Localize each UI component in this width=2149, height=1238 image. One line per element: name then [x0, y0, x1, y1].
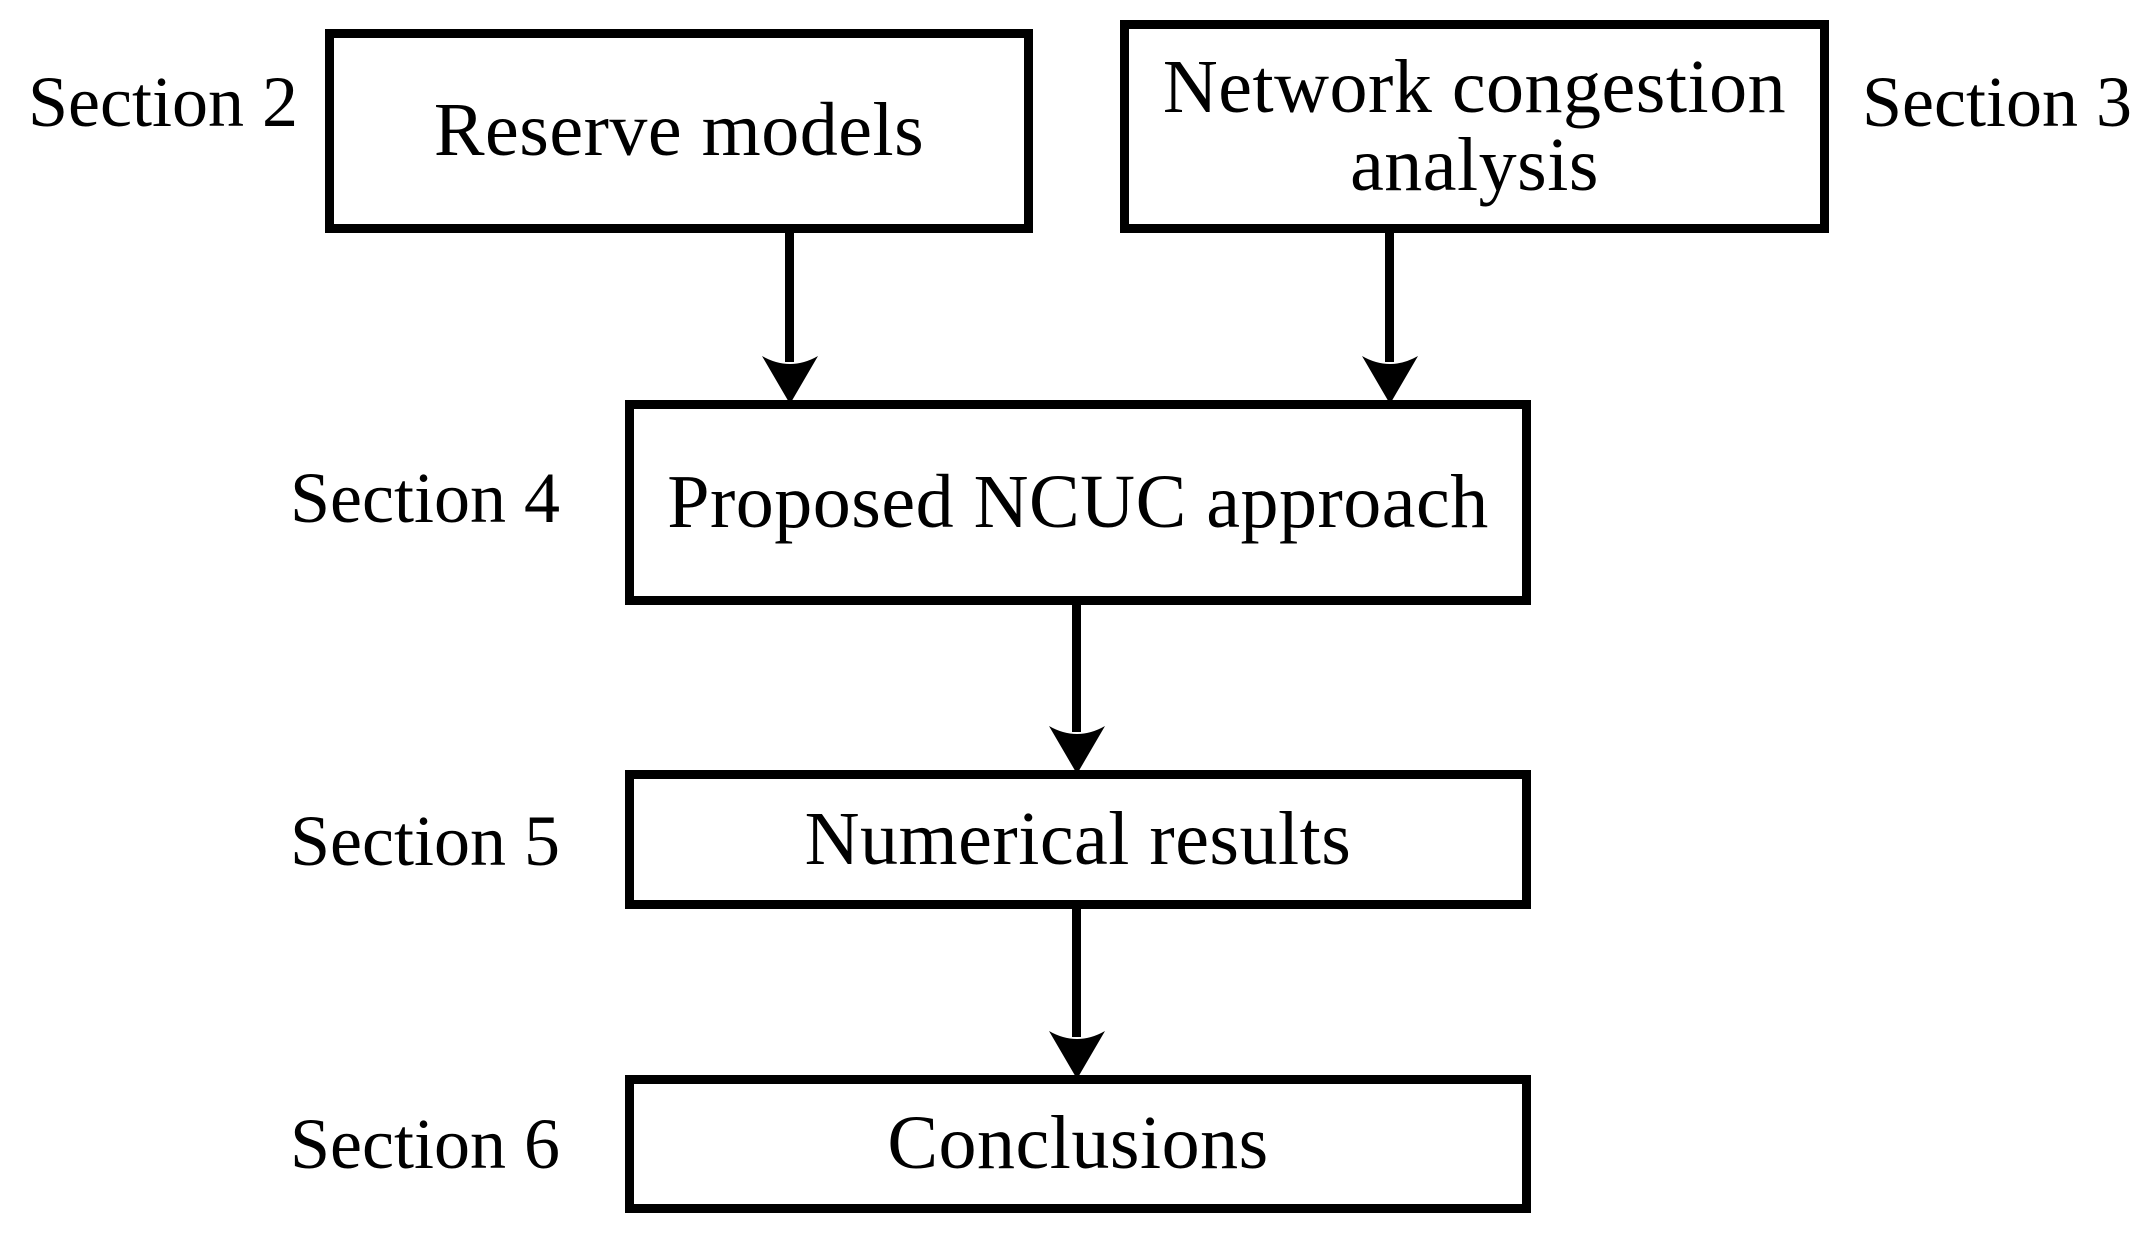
flow-box-reserve-models: Reserve models: [325, 29, 1033, 233]
section-label-3: Section 3: [1862, 62, 2132, 142]
section-label-6: Section 6: [290, 1104, 560, 1184]
flow-box-conclusions-label: Conclusions: [887, 1101, 1269, 1186]
connector-reserve-models-to-ncuc-approach: [758, 226, 822, 406]
flow-box-reserve-models-label: Reserve models: [433, 88, 925, 173]
connector-numerical-results-to-conclusions: [1045, 902, 1109, 1081]
flow-box-network-congestion-analysis: Network congestion analysis: [1120, 20, 1829, 233]
section-label-4: Section 4: [290, 458, 560, 538]
flow-box-conclusions: Conclusions: [625, 1075, 1531, 1213]
flow-box-numerical-results: Numerical results: [625, 770, 1531, 909]
flow-box-proposed-ncuc-approach-label: Proposed NCUC approach: [667, 459, 1489, 544]
section-label-2: Section 2: [28, 62, 298, 142]
arrow-down-icon: [1049, 902, 1105, 1079]
arrow-down-icon: [1049, 598, 1105, 774]
connector-network-congestion-to-ncuc-approach: [1358, 226, 1422, 406]
arrow-down-icon: [1362, 226, 1418, 404]
flow-box-network-congestion-analysis-label: Network congestion analysis: [1162, 44, 1787, 207]
flow-box-numerical-results-label: Numerical results: [804, 796, 1352, 881]
connector-ncuc-approach-to-numerical-results: [1045, 598, 1109, 776]
arrow-down-icon: [762, 226, 818, 404]
section-label-5: Section 5: [290, 801, 560, 881]
flow-box-proposed-ncuc-approach: Proposed NCUC approach: [625, 400, 1531, 605]
